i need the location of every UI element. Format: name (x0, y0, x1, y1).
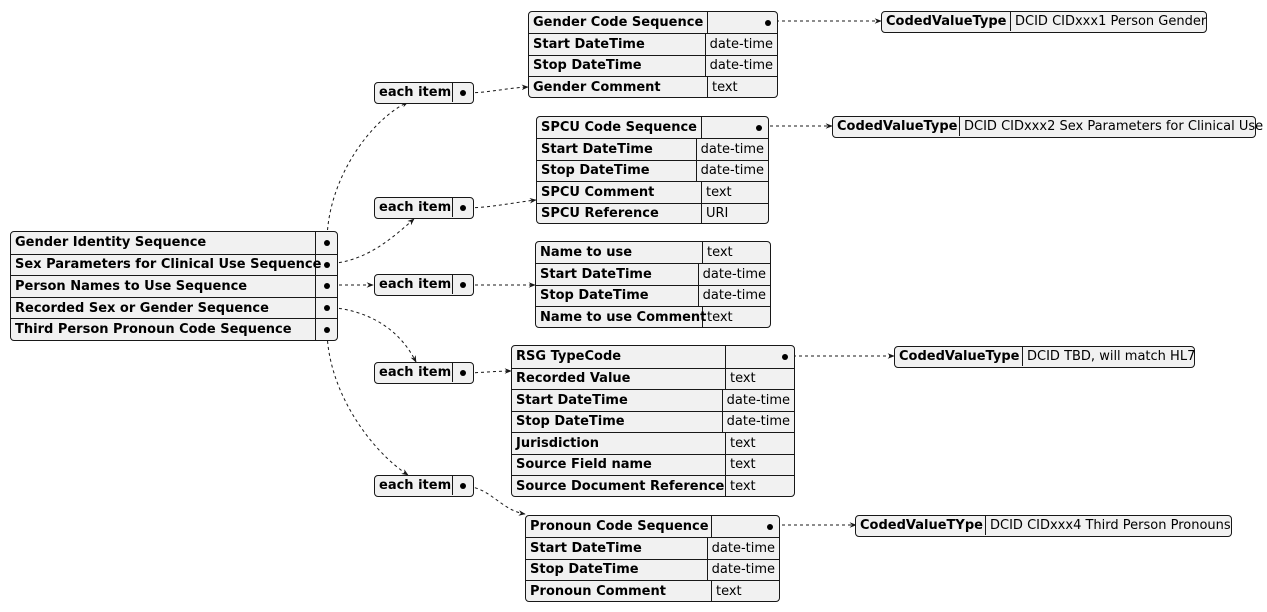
pronoun-row-value: date-time (711, 562, 775, 578)
root-row-recorded-sex: Recorded Sex or Gender Sequence (11, 297, 316, 319)
link-dot-icon (323, 239, 330, 246)
names-row-key: Name to use Comment (536, 307, 706, 328)
spcu-row-key: SPCU Reference (537, 203, 702, 224)
gender-row-key: Gender Comment (529, 77, 708, 98)
rsg-row-key: Source Document Reference (512, 476, 726, 497)
spcu-row-value: text (706, 184, 732, 200)
spcu-row-key: SPCU Code Sequence (537, 117, 702, 139)
gender-row-key: Stop DateTime (529, 55, 706, 77)
coded-value: DCID CIDxxx2 Sex Parameters for Clinical… (964, 119, 1264, 134)
coded-value: DCID TBD, will match HL7 (1027, 349, 1196, 364)
gender-row-value: date-time (709, 37, 773, 53)
link-dot-icon (460, 204, 466, 211)
rsg-row-value: date-time (726, 414, 790, 430)
root-row-sex-parameters: Sex Parameters for Clinical Use Sequence (11, 254, 321, 276)
gender-row-key: Start DateTime (529, 34, 706, 55)
each-item-label: each item (375, 476, 453, 495)
pronoun-row-value: date-time (711, 541, 775, 557)
link-dot-icon (782, 353, 788, 360)
pronoun-row-key: Stop DateTime (526, 559, 708, 581)
rsg-row-key: Stop DateTime (512, 411, 723, 432)
link-sex-parameters (326, 218, 415, 265)
each-item-label: each item (375, 198, 453, 217)
link-dot-icon (323, 261, 330, 268)
gender-row-value: date-time (709, 58, 773, 74)
rsg-row-key: RSG TypeCode (512, 346, 726, 368)
names-row-value: date-time (702, 267, 766, 283)
link-dot-icon (460, 482, 466, 489)
spcu-row-key: Stop DateTime (537, 160, 697, 182)
rsg-row-value: text (730, 478, 756, 494)
rsg-row-key: Start DateTime (512, 390, 723, 411)
link-gender-identity (326, 101, 409, 243)
names-row-value: text (707, 309, 733, 325)
root-row-gender-identity: Gender Identity Sequence (11, 232, 316, 254)
spcu-row-value: date-time (700, 142, 764, 158)
rsg-row-value: text (730, 371, 756, 387)
each-item-label: each item (375, 83, 453, 102)
spcu-coded-value-type: CodedValueType DCID CIDxxx2 Sex Parameter… (832, 116, 1263, 138)
link-dot-icon (323, 283, 330, 290)
names-row-value: date-time (702, 288, 766, 304)
rsg-row-value: text (730, 435, 756, 451)
coded-value: DCID CIDxxx4 Third Person Pronouns (990, 518, 1231, 533)
link-recorded-sex (326, 306, 417, 363)
names-row-key: Start DateTime (536, 264, 699, 285)
link-dot-icon (767, 523, 773, 530)
spcu-row-key: SPCU Comment (537, 182, 702, 203)
names-row-key: Stop DateTime (536, 285, 699, 307)
root-row-third-pronoun: Third Person Pronoun Code Sequence (11, 319, 316, 340)
link-dot-icon (765, 19, 771, 26)
link-dot-icon (756, 124, 762, 131)
each-item-pronoun: each item (374, 475, 474, 497)
each-item-label: each item (375, 363, 453, 382)
root-sequence-table: Gender Identity Sequence Sex Parameters … (10, 231, 338, 341)
rsg-row-key: Source Field name (512, 454, 726, 475)
coded-value: DCID CIDxxx1 Person Gender (1015, 14, 1207, 29)
rsg-row-value: date-time (726, 392, 790, 408)
gender-coded-value-type: CodedValueType DCID CIDxxx1 Person Gender (881, 11, 1207, 33)
link-dot-icon (323, 305, 330, 312)
rsg-row-key: Recorded Value (512, 368, 726, 389)
gender-row-value: text (712, 79, 738, 95)
each-item-label: each item (375, 275, 453, 294)
rsg-row-key: Jurisdiction (512, 433, 726, 454)
each-item-gender: each item (374, 82, 474, 104)
rsg-row-value: text (730, 457, 756, 473)
spcu-row-value: URI (706, 206, 729, 222)
coded-key: CodedValueType (895, 347, 1023, 366)
each-item-rsg: each item (374, 362, 474, 384)
pronoun-row-key: Pronoun Code Sequence (526, 516, 712, 538)
coded-key: CodedValueType (882, 12, 1011, 31)
coded-key: CodedValueTYpe (856, 516, 986, 535)
link-dot-icon (460, 281, 466, 288)
names-row-value: text (707, 245, 733, 261)
link-third-pronoun (326, 328, 409, 476)
link-dot-icon (323, 326, 330, 333)
root-row-person-names: Person Names to Use Sequence (11, 276, 316, 297)
pronoun-row-value: text (716, 583, 742, 599)
rsg-coded-value-type: CodedValueType DCID TBD, will match HL7 (894, 346, 1195, 368)
gender-row-key: Gender Code Sequence (529, 12, 708, 34)
pronoun-row-key: Pronoun Comment (526, 581, 712, 602)
each-item-names: each item (374, 274, 474, 296)
pronoun-row-key: Start DateTime (526, 538, 708, 559)
spcu-row-key: Start DateTime (537, 139, 697, 160)
spcu-row-value: date-time (700, 163, 764, 179)
coded-key: CodedValueType (833, 117, 960, 136)
pronoun-coded-value-type: CodedValueTYpe DCID CIDxxx4 Third Person … (855, 515, 1232, 537)
each-item-spcu: each item (374, 197, 474, 219)
link-dot-icon (460, 369, 466, 376)
names-row-key: Name to use (536, 242, 703, 264)
link-dot-icon (460, 89, 466, 96)
